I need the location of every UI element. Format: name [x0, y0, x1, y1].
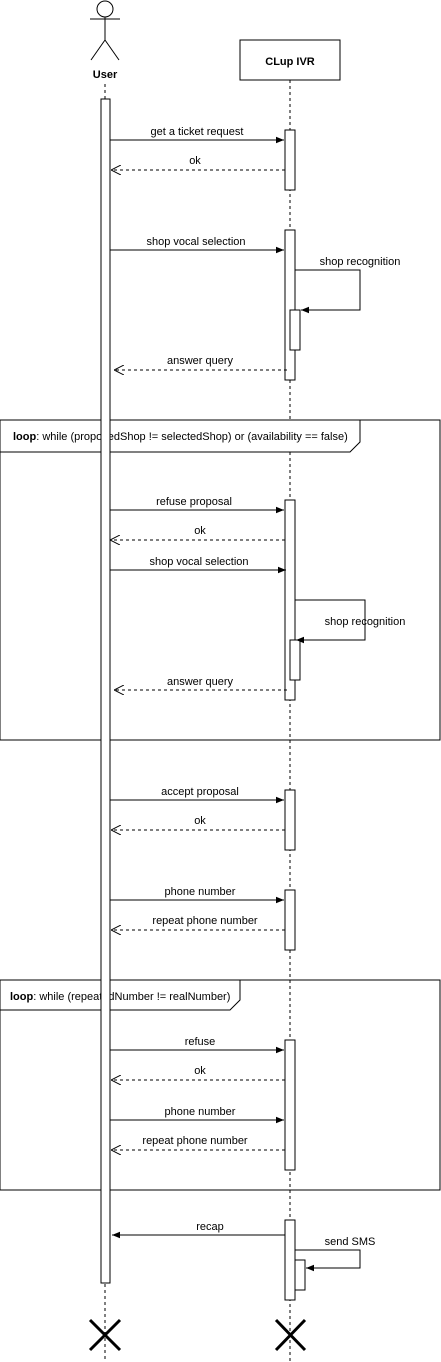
ivr-activation-1	[284, 129, 296, 191]
message-6: refuse proposal	[110, 496, 284, 514]
message-1-label: get a ticket request	[151, 126, 244, 138]
ivr-participant-box	[239, 39, 341, 81]
ivr-self-activation-3	[294, 1259, 306, 1291]
message-3: shop vocal selection	[110, 236, 284, 254]
message-7: ok	[110, 525, 285, 540]
message-1: get a ticket request	[110, 126, 284, 144]
message-4-label: shop recognition	[320, 256, 401, 268]
message-18: repeat phone number	[111, 1135, 285, 1150]
message-10: answer query	[114, 676, 287, 690]
message-17-label: phone number	[165, 1106, 236, 1118]
message-14-label: repeat phone number	[152, 915, 258, 927]
message-13-label: phone number	[165, 886, 236, 898]
ivr-self-activation-1	[289, 309, 301, 351]
message-14: repeat phone number	[111, 915, 285, 930]
message-2: ok	[111, 155, 285, 170]
ivr-activation-6	[284, 1039, 296, 1171]
message-9-label: shop recognition	[325, 616, 406, 628]
message-6-label: refuse proposal	[156, 496, 232, 508]
loop-2-condition: : while (repeatedNumber != realNumber)	[33, 991, 230, 1003]
loop-frame-1: loop: while (proposedShop != selectedSho…	[0, 419, 441, 741]
user-destroy-icon	[88, 1318, 122, 1352]
message-11: accept proposal	[110, 786, 284, 804]
message-4-self: shop recognition	[295, 256, 401, 314]
ivr-activation-5	[284, 889, 296, 951]
message-19-label: recap	[196, 1221, 224, 1233]
message-5-label: answer query	[167, 355, 234, 367]
loop-1-condition: : while (proposedShop != selectedShop) o…	[36, 431, 348, 443]
message-8-label: shop vocal selection	[149, 556, 248, 568]
message-9-self: shop recognition	[295, 599, 406, 644]
message-19: recap	[112, 1221, 285, 1239]
user-label: User	[93, 69, 118, 81]
message-7-label: ok	[194, 525, 206, 537]
ivr-activation-2	[284, 229, 296, 381]
svg-text:loop: while (repeatedNumber !=: loop: while (repeatedNumber != realNumbe…	[10, 991, 230, 1003]
ivr-activation-7	[284, 1219, 296, 1301]
loop-frame-2: loop: while (repeatedNumber != realNumbe…	[0, 979, 441, 1191]
message-17: phone number	[110, 1106, 284, 1124]
user-actor	[90, 0, 120, 61]
ivr-destroy-icon	[274, 1318, 307, 1352]
ivr-participant-label: CLup IVR	[265, 56, 315, 68]
message-10-label: answer query	[167, 676, 234, 688]
message-16-label: ok	[194, 1065, 206, 1077]
message-13: phone number	[110, 886, 284, 904]
message-2-label: ok	[189, 155, 201, 167]
message-15: refuse	[110, 1036, 284, 1054]
loop-1-keyword: loop	[13, 431, 36, 443]
message-12-label: ok	[194, 815, 206, 827]
message-20-self: send SMS	[295, 1236, 376, 1272]
message-15-label: refuse	[185, 1036, 216, 1048]
message-20-label: send SMS	[325, 1236, 376, 1248]
message-11-label: accept proposal	[161, 786, 239, 798]
ivr-activation-4	[284, 789, 296, 851]
message-12: ok	[111, 815, 285, 830]
ivr-self-activation-2	[289, 639, 301, 681]
message-8: shop vocal selection	[110, 556, 286, 574]
loop-2-keyword: loop	[10, 991, 33, 1003]
user-activation-bar	[100, 98, 111, 1284]
message-3-label: shop vocal selection	[146, 236, 245, 248]
svg-text:loop: while (proposedShop != s: loop: while (proposedShop != selectedSho…	[13, 431, 348, 443]
message-5: answer query	[114, 355, 287, 370]
message-18-label: repeat phone number	[142, 1135, 248, 1147]
message-16: ok	[111, 1065, 285, 1080]
